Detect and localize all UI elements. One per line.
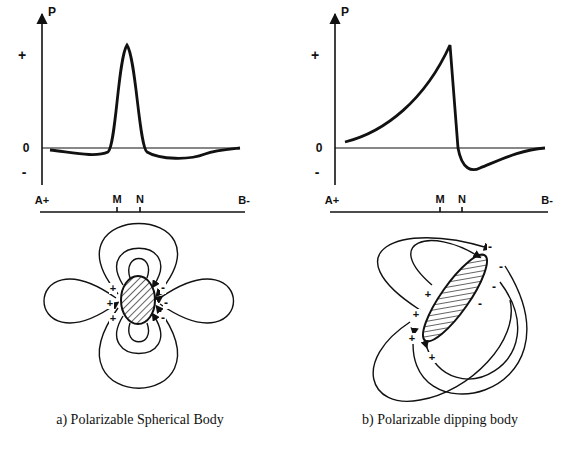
electrode-label: M [435, 194, 444, 205]
charge-sign: + [106, 298, 114, 309]
axis-sign: - [22, 165, 27, 179]
axis-label: P [341, 6, 349, 18]
charge-sign: - [498, 261, 504, 273]
spherical-body [121, 276, 155, 324]
charge-sign: - [160, 312, 166, 324]
charge-sign: + [424, 289, 432, 300]
electrode-label: A+ [325, 195, 339, 206]
charge-sign: + [412, 309, 420, 320]
potential-curve [50, 45, 545, 170]
charge-sign: - [163, 297, 169, 309]
charge-sign: - [491, 281, 497, 293]
current-lines [44, 224, 527, 402]
electrode-label: M [112, 194, 121, 205]
electrode-label: B- [238, 195, 250, 206]
charge-sign: - [160, 282, 166, 294]
axis-label: P [48, 6, 56, 18]
charge-sign: + [428, 352, 436, 363]
electrode-line [40, 207, 548, 212]
electrode-label: A+ [35, 195, 49, 206]
dipping-body [414, 247, 497, 348]
charge-sign: - [487, 241, 493, 253]
axis-zero: 0 [316, 142, 323, 154]
axis-sign: - [315, 165, 320, 179]
electrode-label: N [458, 194, 466, 205]
caption: a) Polarizable Spherical Body [56, 413, 224, 427]
caption: b) Polarizable dipping body [362, 413, 518, 427]
charge-sign: - [477, 298, 483, 310]
axis-sign: + [311, 48, 319, 62]
axis-zero: 0 [23, 142, 30, 154]
charge-sign: + [109, 283, 117, 294]
electrode-label: B- [541, 195, 553, 206]
charge-sign: + [109, 313, 117, 324]
axis-sign: + [18, 48, 26, 62]
graph-axes [42, 14, 545, 185]
charge-sign: + [408, 333, 416, 344]
electrode-label: N [136, 194, 144, 205]
